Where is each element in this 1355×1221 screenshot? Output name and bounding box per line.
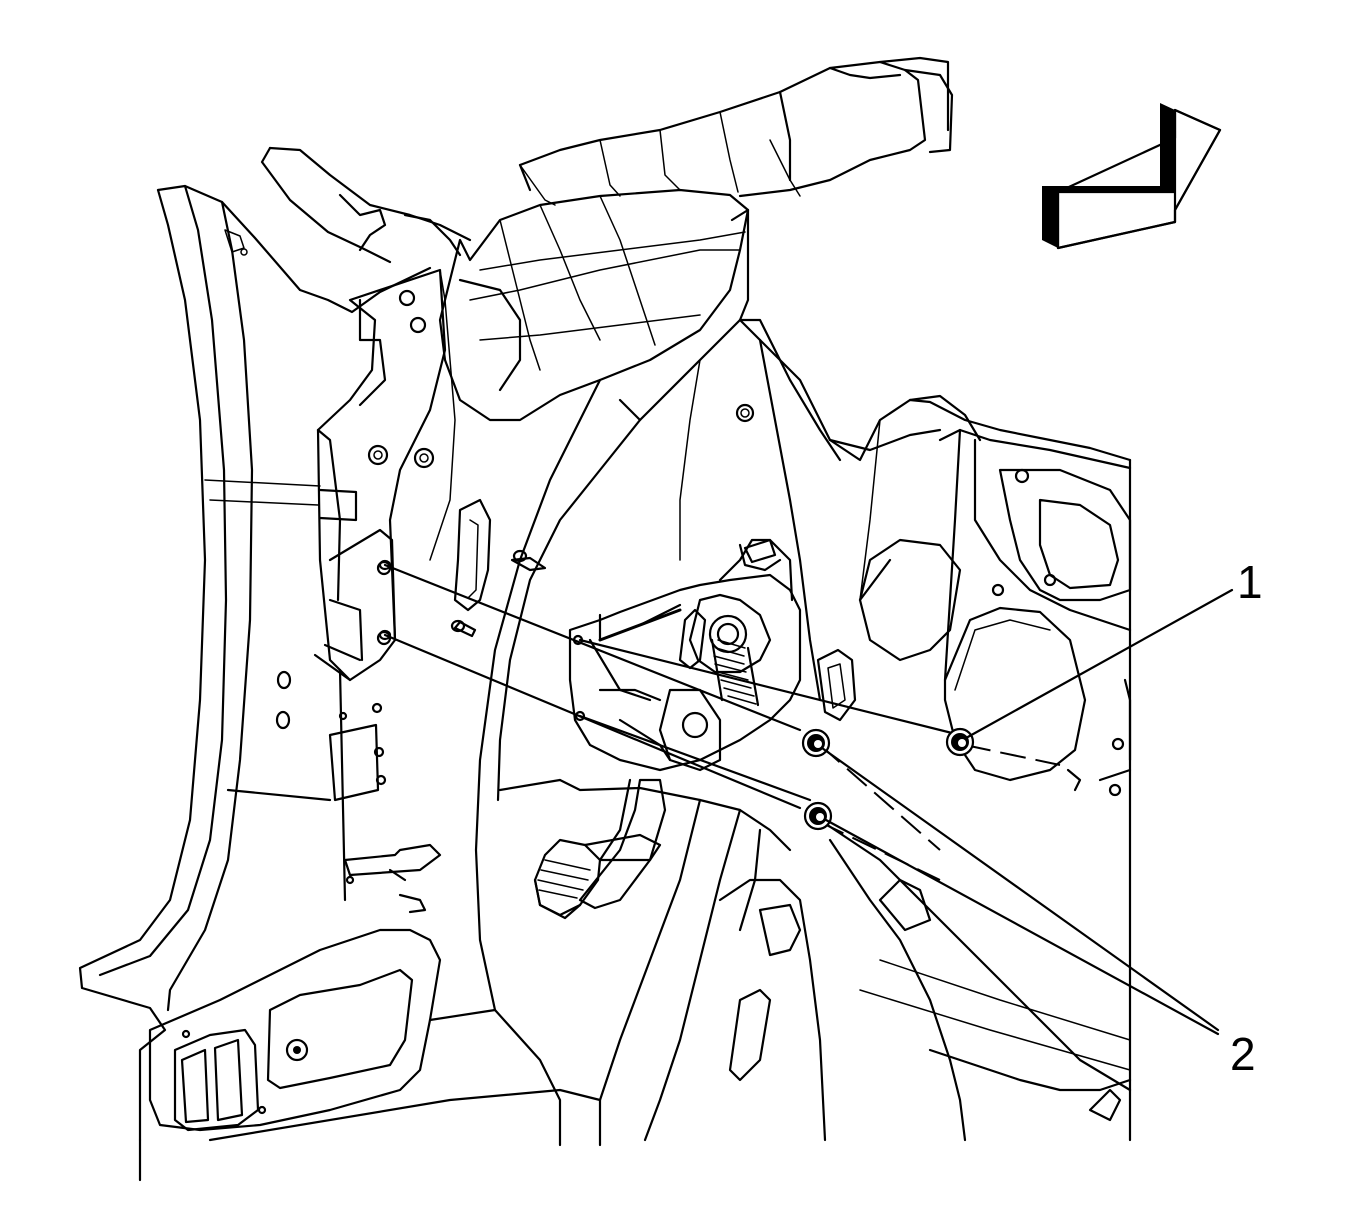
floor-tunnel-area [428, 818, 1132, 1147]
dash-panel [453, 318, 1132, 1142]
pedal-bracket-assembly [498, 538, 827, 1147]
lower-kick-panel [138, 668, 602, 1182]
exploded-view-guide-lines [383, 563, 1061, 881]
callout-2-label: 2 [1230, 1028, 1256, 1080]
a-pillar-panel [78, 184, 432, 1142]
mounting-studs [378, 549, 586, 722]
nut-callout-2-upper [801, 728, 831, 758]
nut-callout-1 [945, 727, 975, 757]
nut-callout-2-lower [803, 801, 833, 831]
callout-1-label: 1 [1237, 556, 1263, 608]
left-mounting-bracket [313, 268, 456, 682]
upper-cowl-structure [260, 56, 954, 422]
forward-direction-arrow-icon [1042, 103, 1222, 250]
callout-leader-lines [820, 588, 1234, 1036]
